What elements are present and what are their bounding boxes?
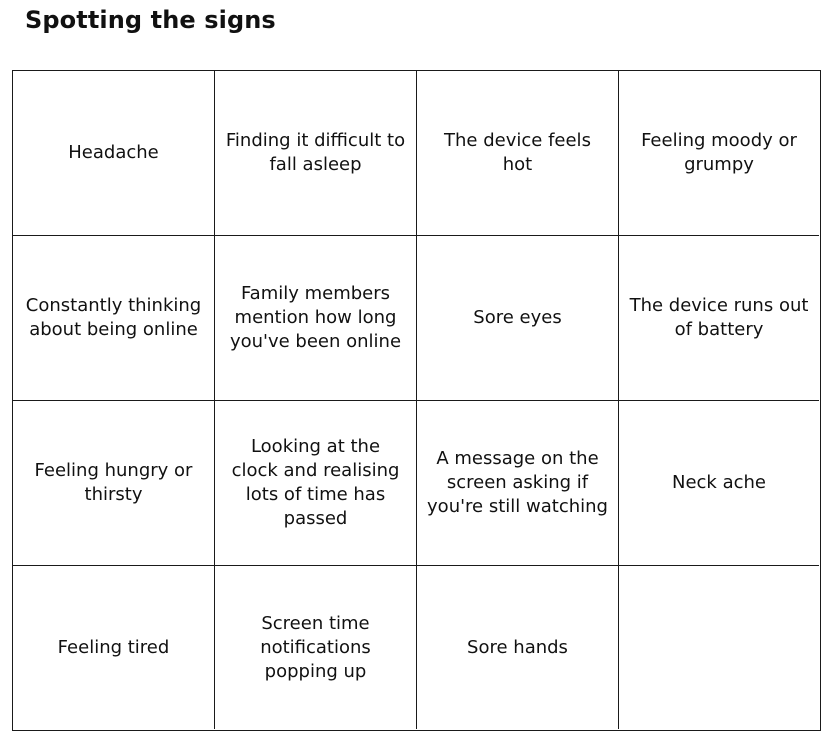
- grid-cell: Finding it difficult to fall asleep: [215, 71, 417, 236]
- grid-cell: Feeling hungry or thirsty: [13, 401, 215, 566]
- grid-cell-empty: [619, 566, 819, 729]
- grid-cell: Neck ache: [619, 401, 819, 566]
- grid-cell: Feeling tired: [13, 566, 215, 729]
- grid-cell: Looking at the clock and realising lots …: [215, 401, 417, 566]
- grid-cell: Feeling moody or grumpy: [619, 71, 819, 236]
- page-title: Spotting the signs: [25, 6, 276, 34]
- signs-grid: Headache Finding it difficult to fall as…: [12, 70, 821, 731]
- grid-cell: A message on the screen asking if you're…: [417, 401, 619, 566]
- grid-cell: Family members mention how long you've b…: [215, 236, 417, 401]
- grid-cell: Headache: [13, 71, 215, 236]
- grid-cell: Sore hands: [417, 566, 619, 729]
- grid-cell: Sore eyes: [417, 236, 619, 401]
- grid-cell: Screen time notifications popping up: [215, 566, 417, 729]
- grid-cell: The device runs out of battery: [619, 236, 819, 401]
- grid-cell: The device feels hot: [417, 71, 619, 236]
- grid-cell: Constantly thinking about being online: [13, 236, 215, 401]
